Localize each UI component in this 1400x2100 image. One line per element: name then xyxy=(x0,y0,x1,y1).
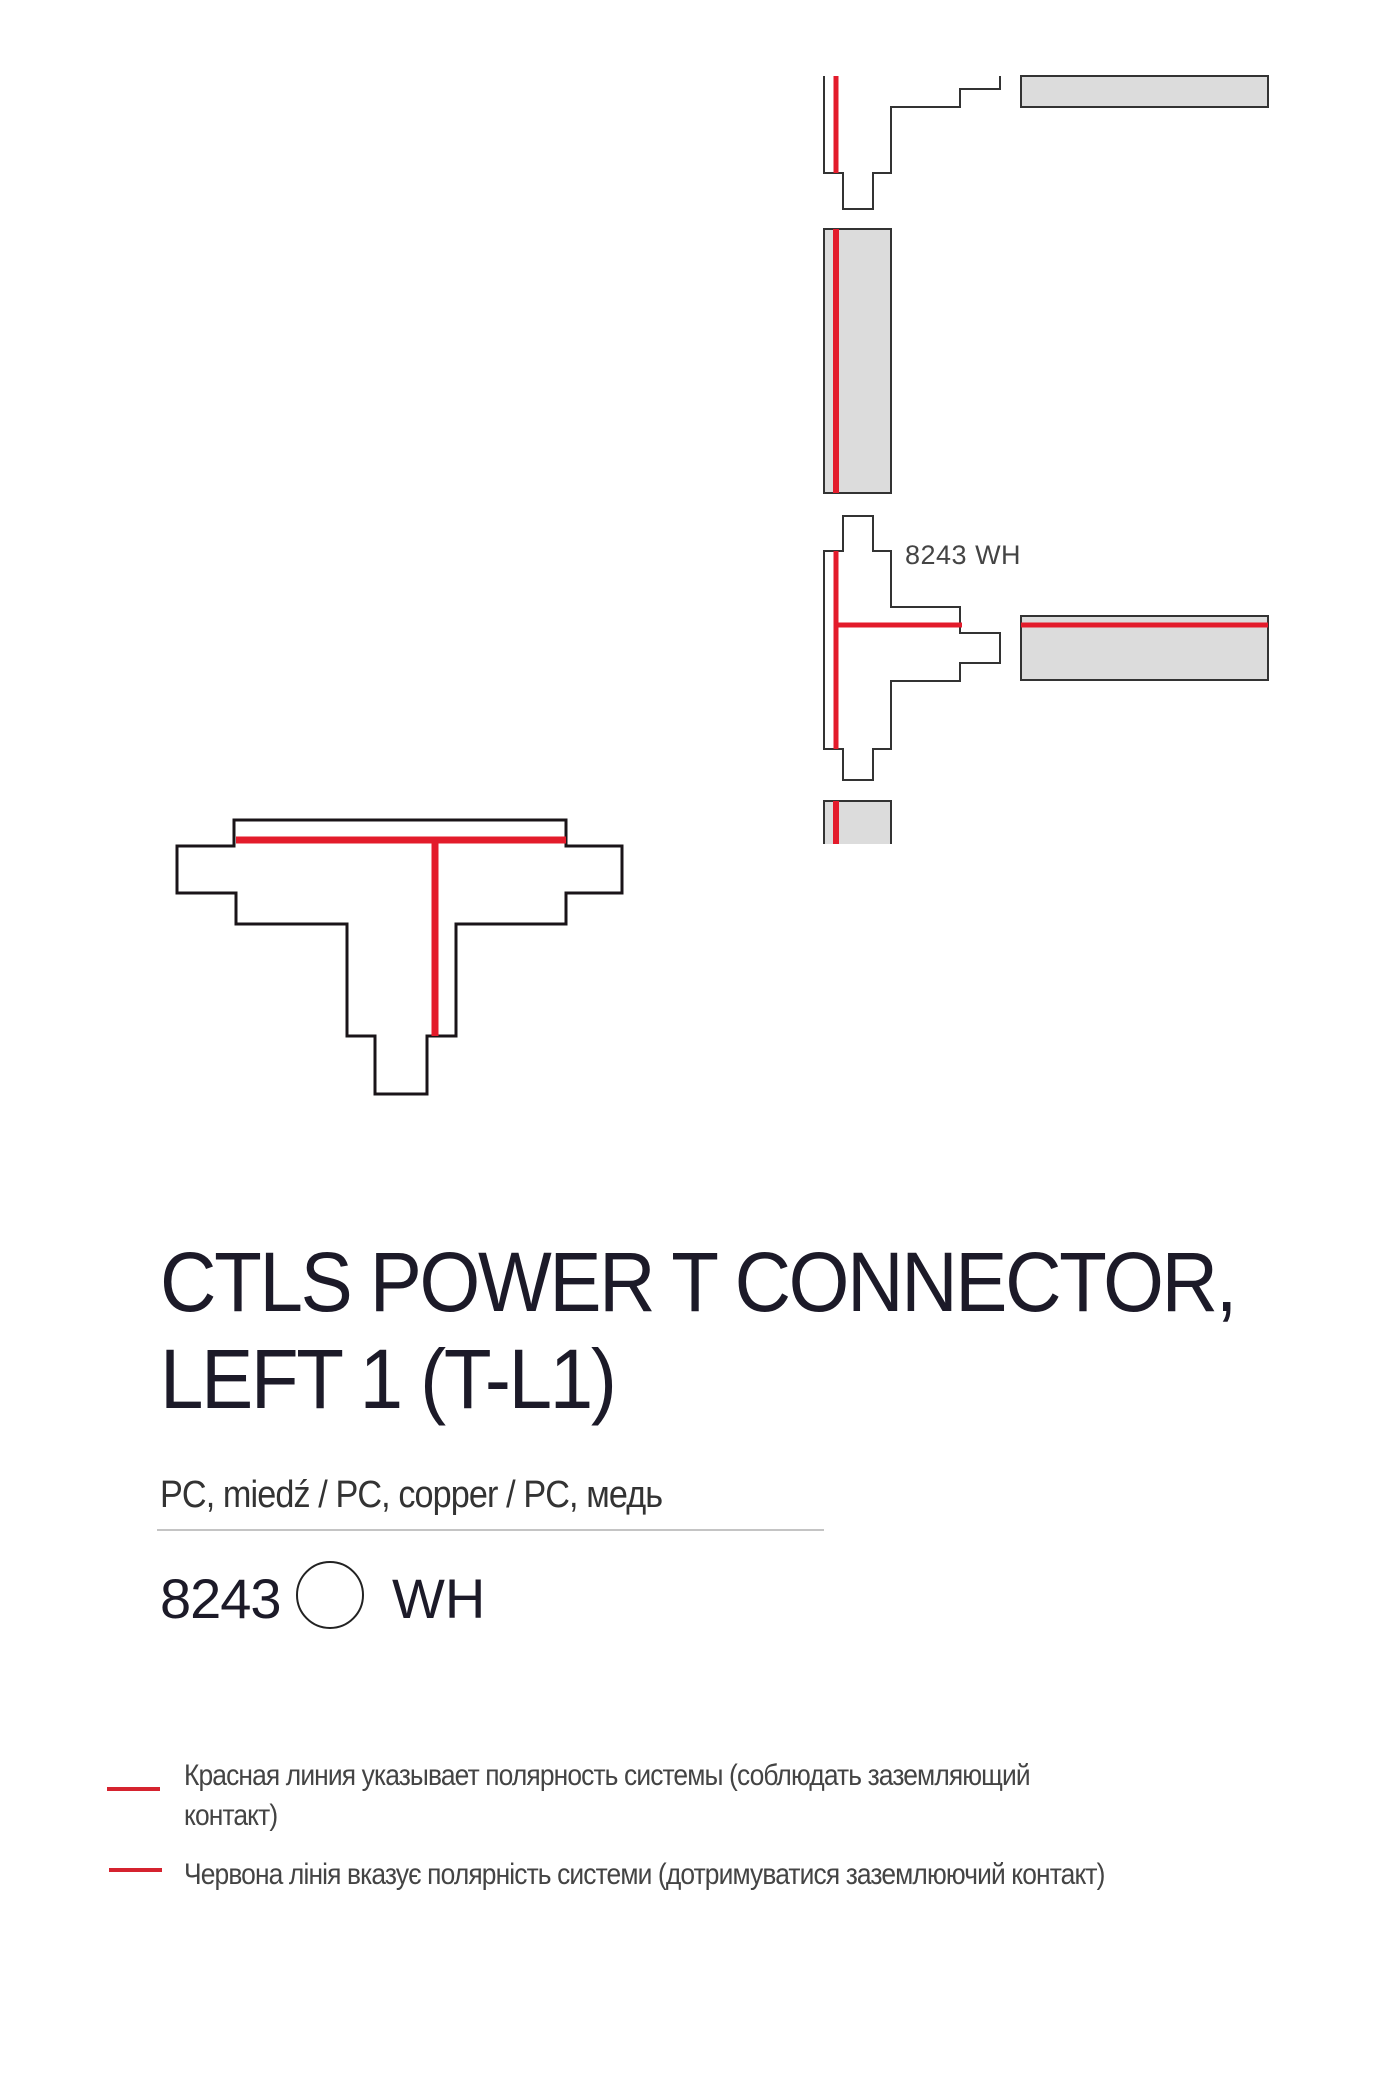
product-code: 8243 xyxy=(160,1567,282,1630)
red-line-icon xyxy=(107,1787,160,1791)
t-connector-drawing xyxy=(175,818,624,1096)
materials-text: PC, miedź / PC, copper / PC, медь xyxy=(160,1474,663,1516)
product-title-line1: CTLS POWER T CONNECTOR, xyxy=(160,1235,1237,1329)
product-title-line2: LEFT 1 (T-L1) xyxy=(160,1332,617,1426)
legend-text-ru: Красная линия указывает полярность систе… xyxy=(184,1756,1031,1836)
legend-text-line: контакт) xyxy=(184,1799,278,1832)
track-segment xyxy=(1020,75,1269,108)
red-line-icon xyxy=(109,1868,162,1872)
connector-outline-top xyxy=(823,76,1001,210)
legend-text-line: Красная линия указывает полярность систе… xyxy=(184,1759,1031,1792)
color-swatch-white xyxy=(296,1561,364,1629)
t-connector-outline xyxy=(175,818,624,1096)
installation-label: 8243 WH xyxy=(905,540,1022,570)
color-name: WH xyxy=(392,1567,486,1630)
installation-diagram xyxy=(823,75,1269,844)
legend-text-ua: Червона лінія вказує полярність системи … xyxy=(184,1858,1105,1891)
track-segment xyxy=(823,800,892,844)
divider xyxy=(157,1529,824,1531)
t-connector-outline xyxy=(823,515,1001,781)
